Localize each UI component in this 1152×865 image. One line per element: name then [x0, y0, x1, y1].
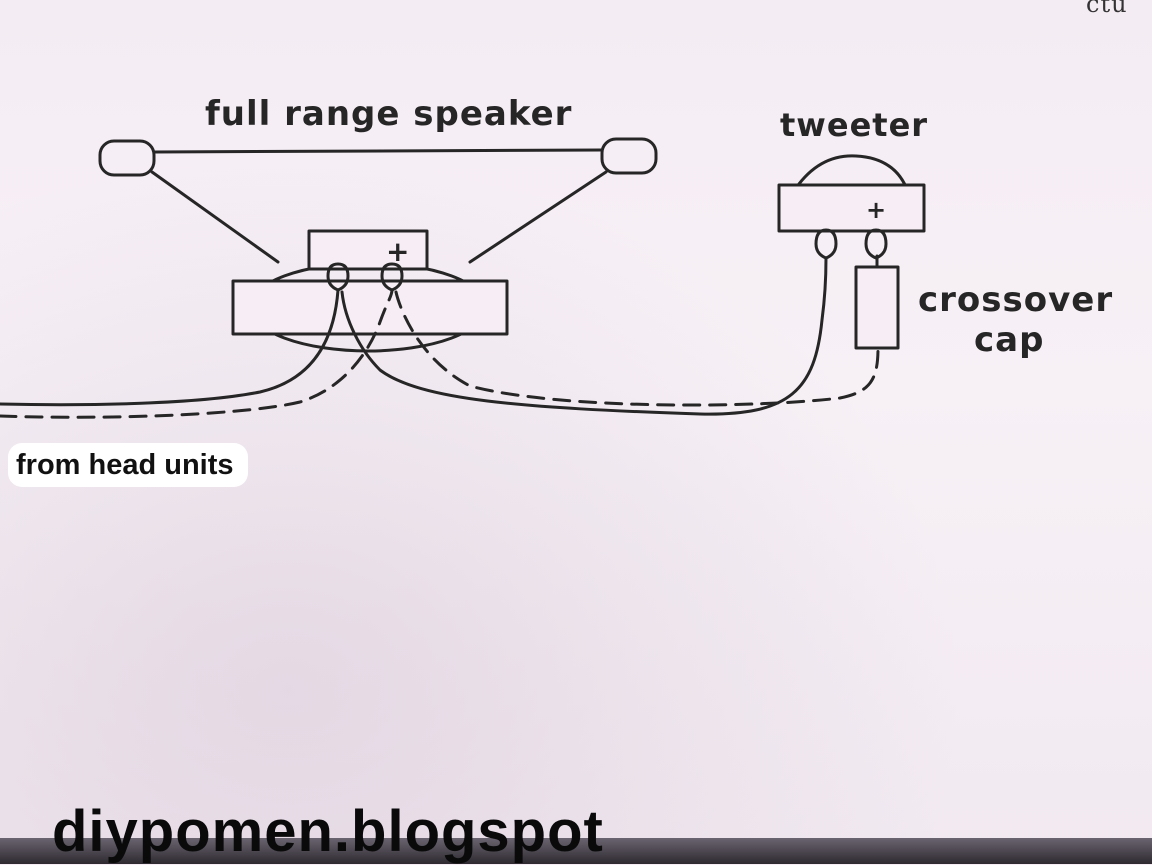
crossover-cap-label: crossover cap [918, 280, 1113, 360]
from-head-units-label: from head units [16, 448, 234, 481]
crossover-capacitor [854, 265, 900, 350]
tweeter-plus-sign: + [866, 196, 886, 224]
dashed-wire-positive [0, 288, 880, 419]
speaker-left-surround [98, 139, 156, 177]
speaker-terminal-positive [380, 262, 404, 292]
solid-wire-to-speaker [0, 288, 340, 407]
tweeter-dome [794, 154, 910, 194]
watermark-text: diypomen.blogspot [52, 799, 604, 864]
dashed-wire-to-speaker [0, 288, 394, 419]
top-corner-text-fragment: ctu [1086, 0, 1128, 18]
tweeter-label: tweeter [780, 106, 929, 144]
head-units-label-box: from head units [8, 443, 248, 487]
full-range-speaker-label: full range speaker [205, 94, 573, 134]
crossover-label-line1: crossover [918, 280, 1114, 320]
speaker-cone-left-edge [150, 170, 280, 264]
speaker-plus-sign: + [386, 235, 409, 268]
speaker-cone-right-edge [468, 170, 608, 264]
tweeter-terminal-positive [864, 228, 888, 260]
solid-wire-speaker-to-tweeter [340, 256, 828, 416]
speaker-basket [231, 279, 509, 336]
speaker-cone-top-edge [152, 148, 604, 154]
tweeter-terminal-negative [814, 228, 838, 260]
tweeter-body [777, 183, 926, 233]
speaker-terminal-block [307, 229, 429, 271]
speaker-right-surround [600, 137, 658, 175]
dashed-wire-speaker-to-cap [394, 290, 880, 407]
bottom-dark-band [0, 838, 1152, 864]
tweeter [777, 154, 926, 260]
full-range-speaker [98, 137, 658, 353]
speaker-terminal-negative [326, 262, 350, 292]
crossover-label-line2: cap [974, 320, 1045, 360]
